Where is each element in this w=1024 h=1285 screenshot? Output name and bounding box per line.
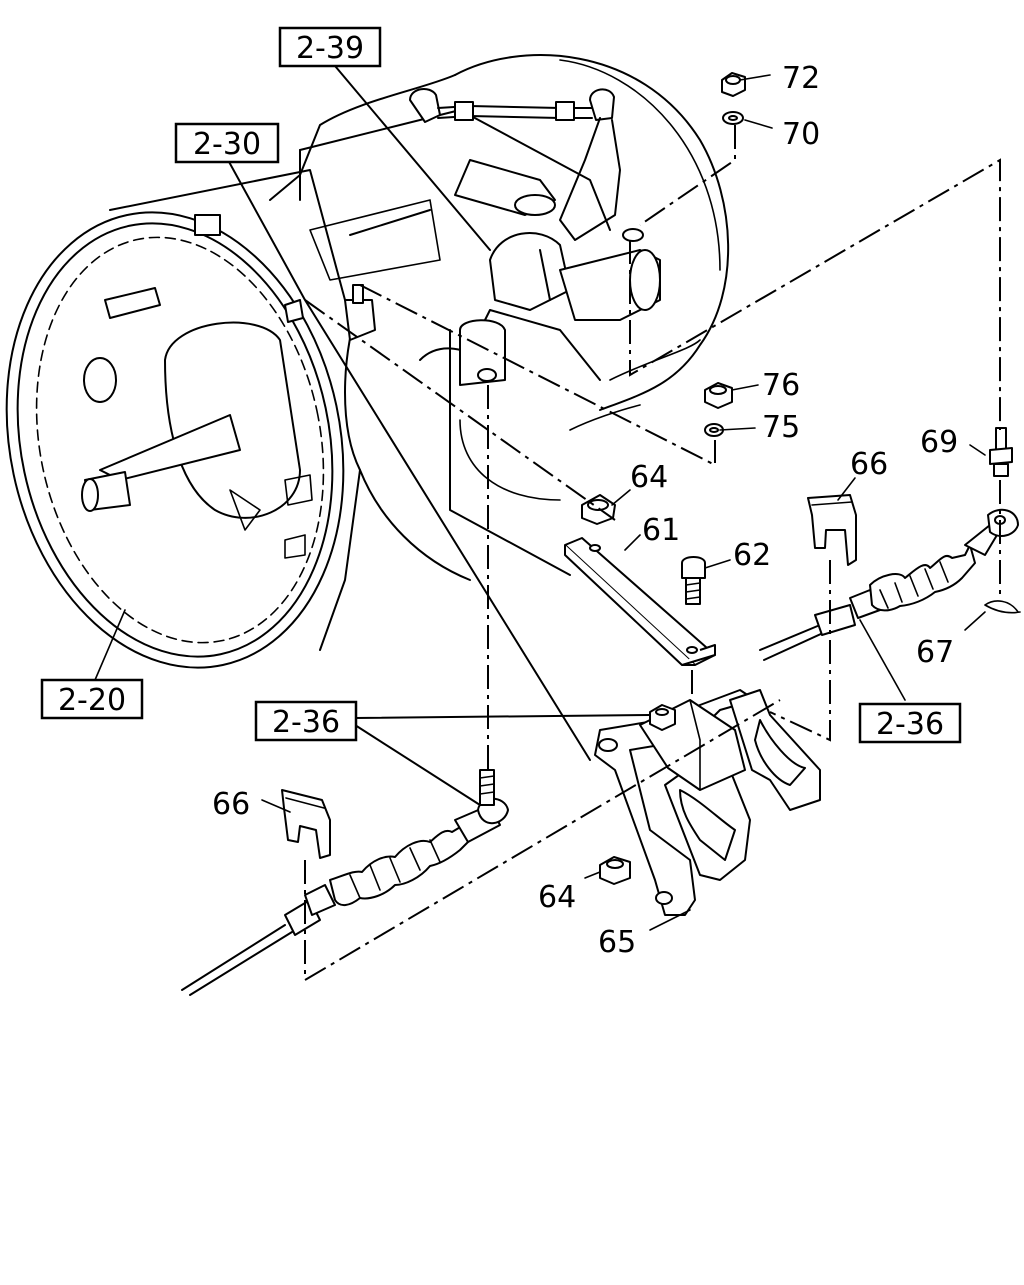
part-label-75: 75 [762, 410, 800, 445]
cable-right [759, 508, 1019, 661]
nut-small [649, 704, 676, 731]
reference-box-2-36-right: 2-36 [858, 702, 962, 744]
part-label-65: 65 [598, 925, 636, 960]
washer-70 [722, 111, 744, 125]
bracket-65 [594, 689, 821, 916]
transmission-housing [269, 54, 730, 581]
reference-box-2-36-left: 2-36 [254, 700, 358, 742]
part-label-69: 69 [920, 425, 958, 460]
part-label-76: 76 [762, 368, 800, 403]
svg-text:2-36: 2-36 [876, 707, 944, 742]
cable-clip-66-left [281, 789, 331, 859]
bolt-62 [681, 556, 706, 605]
flange-nut-64-bottom [599, 856, 631, 885]
part-label-70: 70 [782, 117, 820, 152]
svg-text:2-39: 2-39 [296, 31, 364, 66]
reference-box-2-20: 2-20 [40, 678, 144, 720]
svg-text:2-30: 2-30 [193, 127, 261, 162]
part-label-64-bottom: 64 [538, 880, 576, 915]
part-label-66-left: 66 [212, 787, 250, 822]
part-label-66-right: 66 [850, 447, 888, 482]
flywheel-housing [5, 169, 361, 669]
svg-text:2-36: 2-36 [272, 705, 340, 740]
nut-72 [721, 72, 746, 97]
reference-box-2-30: 2-30 [174, 122, 280, 164]
part-label-64-top: 64 [630, 460, 668, 495]
cable-left [181, 769, 509, 996]
cotter-pin-67 [984, 600, 1021, 614]
part-label-61: 61 [642, 513, 680, 548]
part-label-67: 67 [916, 635, 954, 670]
cable-clip-66-right [807, 494, 857, 566]
nut-76 [704, 382, 733, 409]
angle-bracket-61 [564, 537, 716, 666]
reference-box-2-39: 2-39 [278, 26, 382, 68]
leader-lines [94, 59, 1001, 981]
part-label-72: 72 [782, 61, 820, 96]
shift-linkage [344, 88, 661, 386]
svg-text:2-20: 2-20 [58, 683, 126, 718]
part-label-62: 62 [733, 538, 771, 573]
pin-69 [989, 427, 1013, 477]
